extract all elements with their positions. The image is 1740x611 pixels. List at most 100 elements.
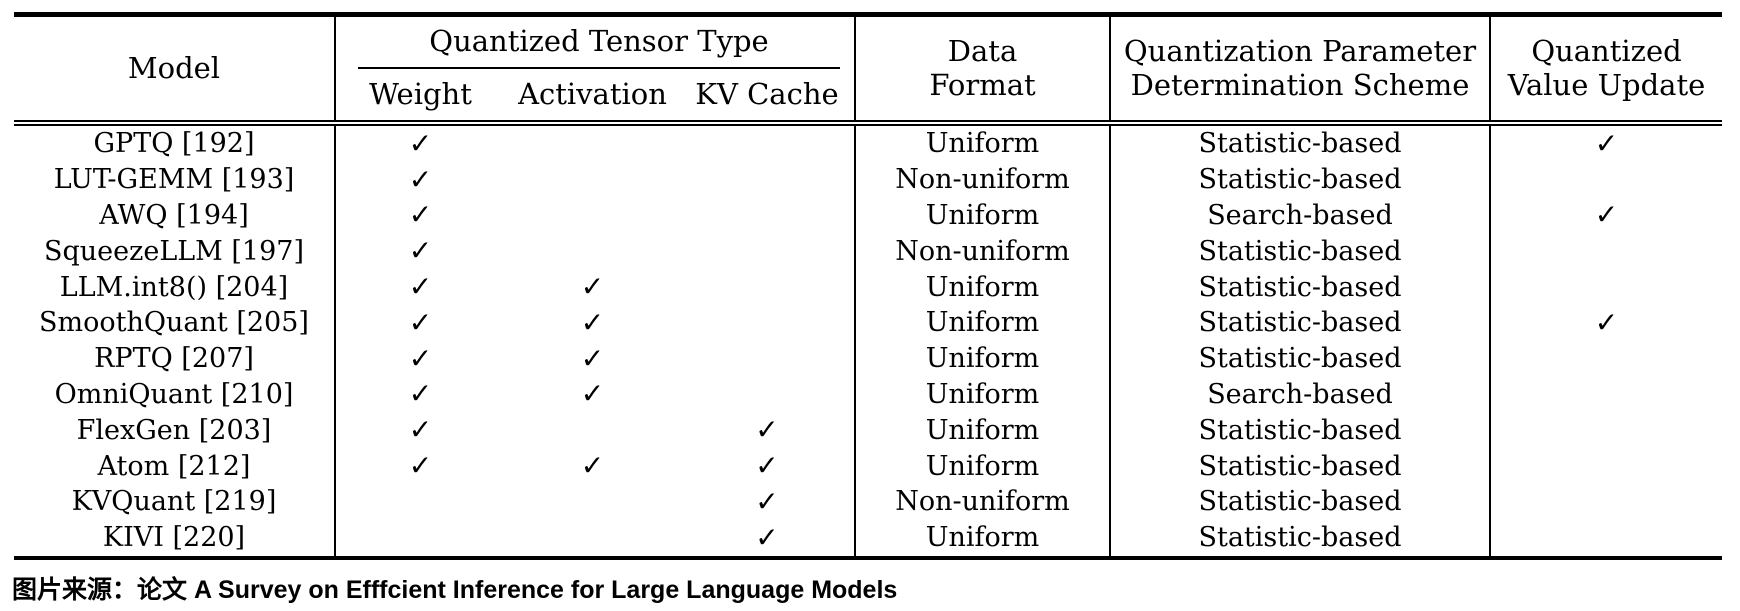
model-cell: SmoothQuant [205] — [14, 304, 336, 341]
model-cell: SqueezeLLM [197] — [14, 233, 336, 270]
weight-check-cell: ✓ — [408, 449, 433, 483]
image-source-caption: 图片来源：论文 A Survey on Efffcient Inference … — [12, 575, 898, 604]
data-format-cell: Uniform — [854, 519, 1111, 558]
weight-check-cell: ✓ — [408, 305, 433, 339]
activation-check-cell: ✓ — [580, 270, 605, 304]
weight-check-cell: ✓ — [408, 341, 433, 375]
scheme-cell: Statistic-based — [1110, 304, 1491, 341]
kv-cache-check-cell: ✓ — [755, 484, 779, 518]
scheme-cell: Statistic-based — [1110, 412, 1491, 449]
activation-check-cell — [505, 520, 680, 558]
table-header: Model Quantized Tensor Type Data Format … — [14, 14, 1722, 126]
kv-cache-check-cell — [680, 162, 855, 198]
model-cell: AWQ [194] — [14, 197, 336, 234]
model-cell: GPTQ [192] — [14, 123, 336, 162]
activation-check-cell — [505, 198, 680, 234]
quantization-methods-table: Model Quantized Tensor Type Data Format … — [14, 12, 1722, 560]
activation-check-cell — [505, 484, 680, 520]
kv-cache-check-cell — [680, 305, 855, 341]
value-update-check-cell — [1489, 340, 1722, 377]
column-header-activation: Activation — [505, 69, 680, 126]
kv-cache-check-cell — [680, 377, 855, 413]
activation-check-cell: ✓ — [580, 377, 605, 411]
column-header-scheme-line1: Quantization Parameter — [1123, 34, 1477, 69]
kv-cache-check-cell — [680, 269, 855, 305]
data-format-cell: Uniform — [854, 376, 1111, 413]
weight-check-cell: ✓ — [408, 198, 433, 232]
column-header-data-format-line1: Data — [947, 34, 1018, 69]
data-format-cell: Uniform — [854, 304, 1111, 341]
activation-check-cell — [505, 123, 680, 162]
kv-cache-check-cell — [680, 198, 855, 234]
column-header-quantized-tensor-type-label: Quantized Tensor Type — [358, 17, 840, 69]
column-header-scheme-line2: Determination Scheme — [1130, 67, 1470, 102]
value-update-check-cell — [1489, 376, 1722, 413]
data-format-cell: Non-uniform — [854, 483, 1111, 520]
model-cell: KVQuant [219] — [14, 483, 336, 520]
column-header-quantized-tensor-type: Quantized Tensor Type — [335, 15, 855, 69]
model-cell: OmniQuant [210] — [14, 376, 336, 413]
kv-cache-check-cell — [680, 341, 855, 377]
value-update-check-cell — [1489, 161, 1722, 198]
scheme-cell: Search-based — [1110, 376, 1491, 413]
scheme-cell: Statistic-based — [1110, 448, 1491, 484]
page: Model Quantized Tensor Type Data Format … — [0, 12, 1740, 611]
activation-check-cell: ✓ — [580, 449, 605, 483]
model-cell: KIVI [220] — [14, 519, 336, 558]
weight-check-cell: ✓ — [408, 126, 433, 160]
value-update-check-cell — [1489, 519, 1722, 558]
scheme-cell: Statistic-based — [1110, 161, 1491, 198]
kv-cache-check-cell: ✓ — [755, 413, 779, 447]
model-cell: RPTQ [207] — [14, 340, 336, 377]
data-format-cell: Uniform — [854, 340, 1111, 377]
model-cell: FlexGen [203] — [14, 412, 336, 449]
kv-cache-check-cell: ✓ — [755, 449, 779, 483]
data-format-cell: Uniform — [854, 412, 1111, 449]
column-header-value-update: Quantized Value Update — [1489, 14, 1722, 126]
activation-check-cell — [505, 412, 680, 448]
kv-cache-check-cell — [680, 233, 855, 269]
model-cell: LLM.int8() [204] — [14, 269, 336, 305]
model-cell: LUT-GEMM [193] — [14, 161, 336, 198]
weight-check-cell: ✓ — [408, 270, 433, 304]
scheme-cell: Search-based — [1110, 197, 1491, 234]
value-update-check-cell — [1489, 269, 1722, 305]
column-header-model: Model — [14, 14, 336, 126]
value-update-check-cell — [1489, 412, 1722, 449]
weight-check-cell: ✓ — [408, 377, 433, 411]
data-format-cell: Uniform — [854, 269, 1111, 305]
column-header-data-format-line2: Format — [929, 67, 1036, 102]
column-header-data-format: Data Format — [854, 14, 1111, 126]
weight-check-cell — [335, 520, 505, 558]
value-update-check-cell: ✓ — [1489, 304, 1722, 341]
scheme-cell: Statistic-based — [1110, 269, 1491, 305]
column-header-weight: Weight — [335, 69, 505, 126]
weight-check-cell: ✓ — [408, 234, 433, 268]
scheme-cell: Statistic-based — [1110, 233, 1491, 270]
weight-check-cell: ✓ — [408, 413, 433, 447]
kv-cache-check-cell — [680, 123, 855, 162]
scheme-cell: Statistic-based — [1110, 483, 1491, 520]
activation-check-cell: ✓ — [580, 305, 605, 339]
data-format-cell: Uniform — [854, 197, 1111, 234]
column-header-value-update-line1: Quantized — [1531, 34, 1682, 69]
scheme-cell: Statistic-based — [1110, 340, 1491, 377]
scheme-cell: Statistic-based — [1110, 519, 1491, 558]
kv-cache-check-cell: ✓ — [755, 520, 779, 554]
column-header-scheme: Quantization Parameter Determination Sch… — [1110, 14, 1491, 126]
data-format-cell: Uniform — [854, 123, 1111, 162]
value-update-check-cell — [1489, 233, 1722, 270]
scheme-cell: Statistic-based — [1110, 123, 1491, 162]
value-update-check-cell — [1489, 483, 1722, 520]
